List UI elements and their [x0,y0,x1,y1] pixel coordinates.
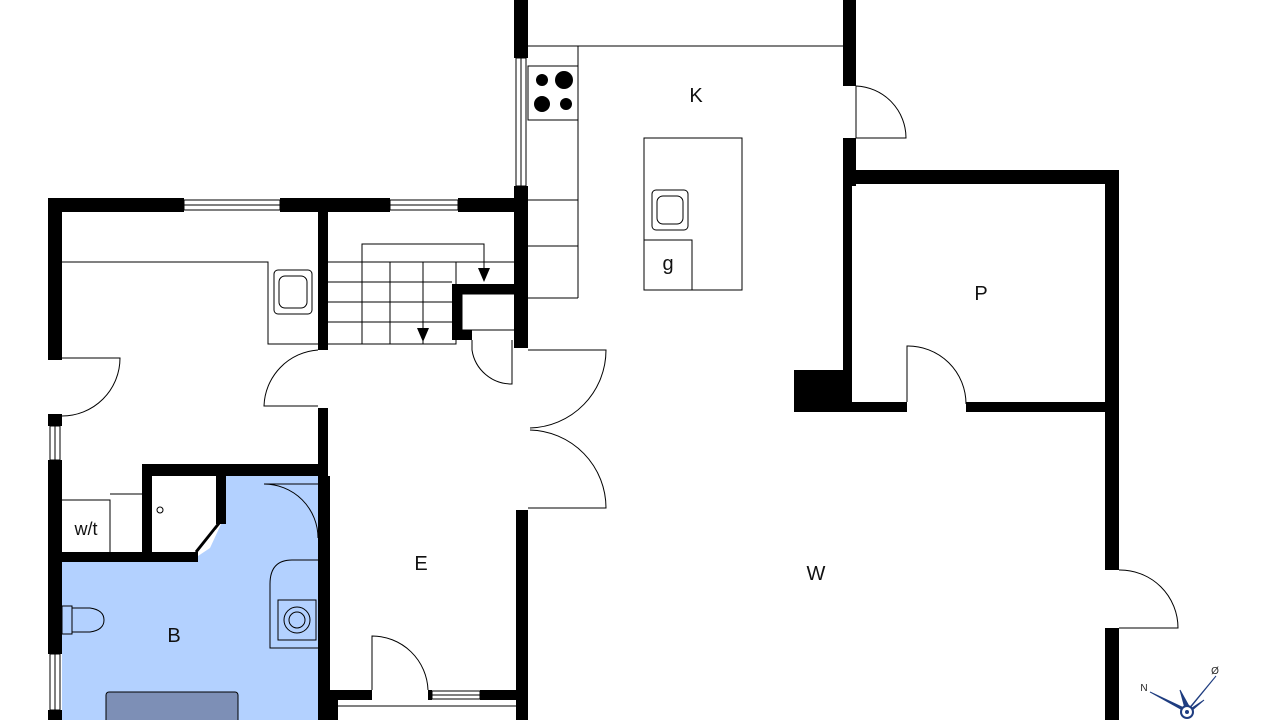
walls [48,0,1119,720]
room-label-entrance: E [414,553,427,575]
compass-rose-icon: N Ø [1140,666,1219,719]
bathtub [105,691,239,720]
room-label-appliance: g [662,253,673,275]
cooktop [527,65,579,121]
room-label-kitchen: K [689,85,703,107]
doors [61,85,1179,691]
windows [49,57,527,711]
compass-east-label: Ø [1211,666,1219,677]
stair-arrows [417,268,490,342]
shower-drain-icon [156,506,164,514]
bathroom-floor [62,476,318,720]
room-label-toilet: w/t [73,519,97,539]
room-label-living: W [807,563,826,585]
room-label-bathroom: B [167,625,180,647]
room-label-p: P [974,283,987,305]
compass-north-label: N [1140,683,1147,694]
